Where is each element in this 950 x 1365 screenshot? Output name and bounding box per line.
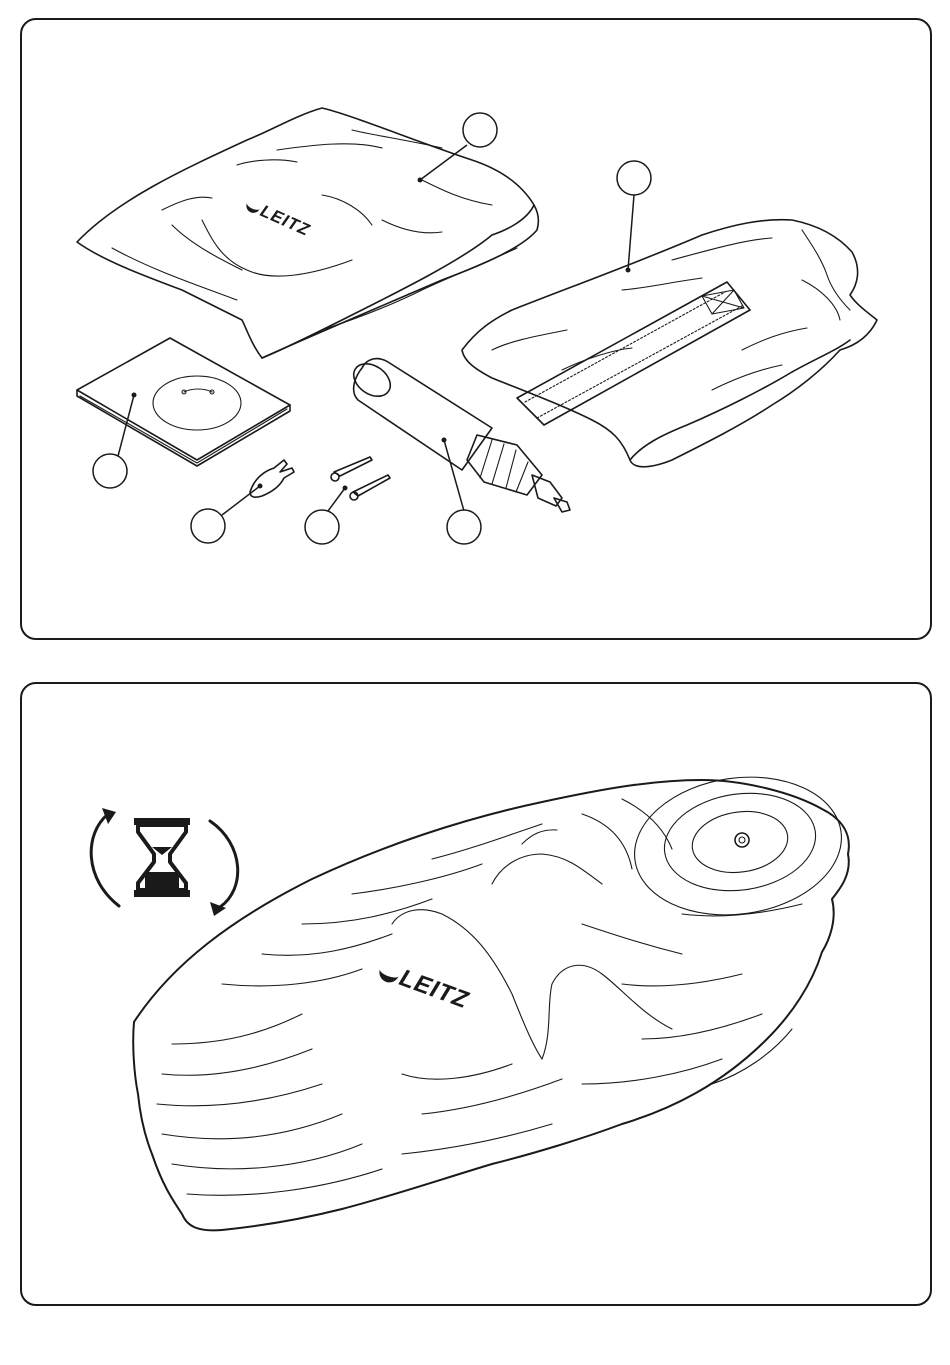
callout-5 <box>305 486 348 545</box>
callout-circle-3 <box>93 454 127 488</box>
brand-logo-large: LEITZ <box>396 964 473 1014</box>
callout-circle-2 <box>617 161 651 195</box>
hourglass-icon <box>134 818 190 897</box>
folded-cushion-cover: LEITZ <box>77 108 538 358</box>
package-contents-panel: LEITZ <box>20 18 932 640</box>
callout-1 <box>418 113 498 183</box>
callout-circle-4 <box>191 509 225 543</box>
callout-circle-6 <box>447 510 481 544</box>
inflate-wait-panel: LEITZ <box>20 682 932 1306</box>
callout-circle-1 <box>463 113 497 147</box>
package-contents-illustration: LEITZ <box>22 20 934 642</box>
inflated-cushion: LEITZ <box>133 764 850 1230</box>
instruction-leaflet <box>77 338 290 466</box>
brand-logo-small-1: LEITZ <box>258 201 313 240</box>
callout-circle-5 <box>305 510 339 544</box>
valve-tool <box>250 460 294 497</box>
callout-4 <box>191 484 263 544</box>
inflated-cushion-illustration: LEITZ <box>22 684 934 1308</box>
hand-pump <box>348 357 570 512</box>
callout-2 <box>617 161 651 273</box>
needle-adapters <box>331 457 390 500</box>
callout-6 <box>442 438 482 545</box>
folded-cover-with-strap <box>462 220 877 467</box>
